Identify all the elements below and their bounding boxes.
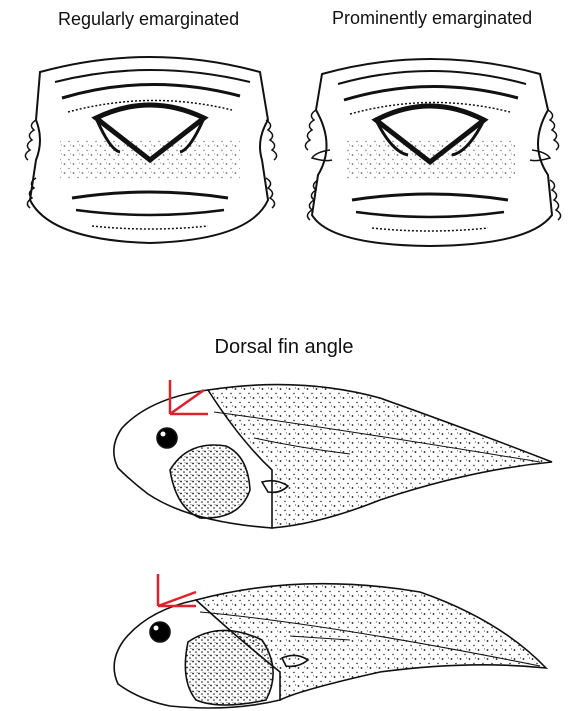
tadpole-lower	[114, 584, 546, 708]
oral-disc-prominent	[305, 59, 560, 246]
oral-disc-regular	[25, 57, 276, 243]
